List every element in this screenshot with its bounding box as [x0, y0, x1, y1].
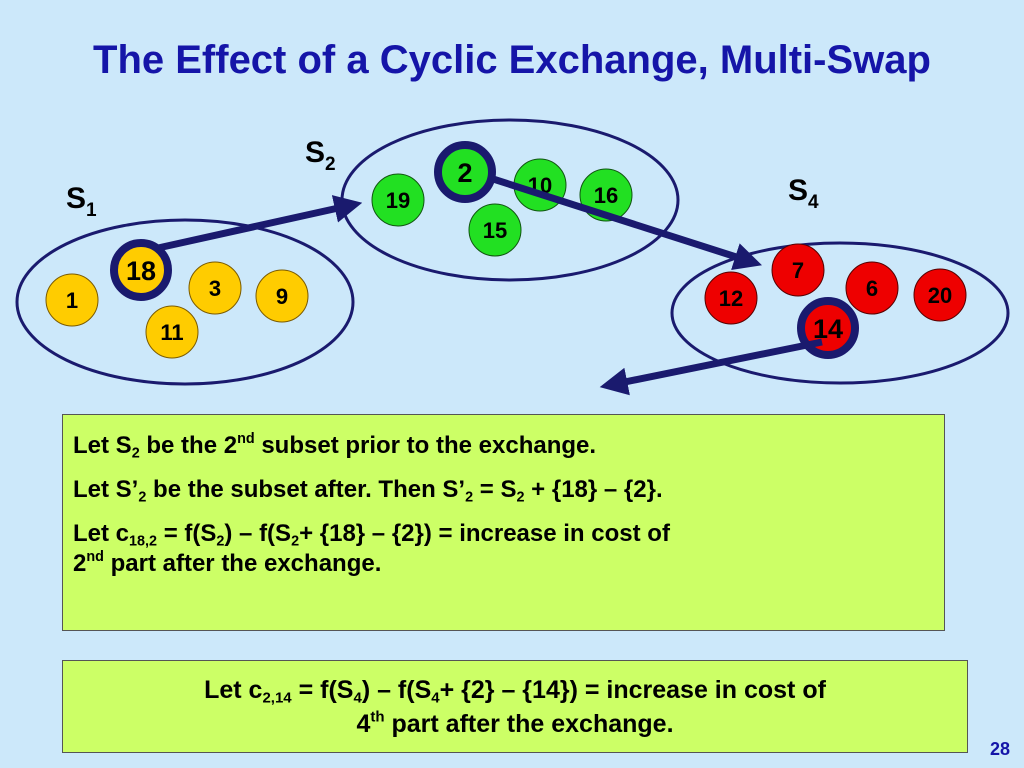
- subset-s4-ellipse: [670, 241, 1010, 385]
- node-7: 7: [771, 243, 825, 297]
- subset-s1-ellipse: [15, 218, 355, 386]
- definition-box-2: Let c2,14 = f(S4) – f(S4+ {2} – {14}) = …: [62, 660, 968, 753]
- node-12: 12: [704, 271, 758, 325]
- definition-line-1: Let S2 be the 2nd subset prior to the ex…: [73, 430, 597, 462]
- svg-text:11: 11: [160, 320, 183, 345]
- svg-text:3: 3: [209, 276, 221, 301]
- node-9: 9: [255, 269, 309, 323]
- node-15: 15: [468, 203, 522, 257]
- arrow-2-to-s4: [488, 174, 762, 270]
- arrow-14-out: [599, 338, 823, 396]
- cyclic-exchange-diagram: S1 S2 S4 10 16 19 15 3 9 1 11 7 6: [15, 118, 1010, 396]
- page-number: 28: [989, 739, 1010, 759]
- svg-text:16: 16: [594, 183, 618, 208]
- definition-line-2: Let S’2 be the subset after. Then S’2 = …: [73, 476, 663, 506]
- svg-text:9: 9: [276, 284, 288, 309]
- svg-text:18: 18: [126, 256, 156, 286]
- node-3: 3: [188, 261, 242, 315]
- subset-label-s4: S4: [788, 174, 819, 213]
- node-1: 1: [45, 273, 99, 327]
- definition-box-1: Let S2 be the 2nd subset prior to the ex…: [62, 414, 945, 631]
- definition-line-3: Let c18,2 = f(S2) – f(S2+ {18} – {2}) = …: [73, 520, 670, 577]
- svg-text:7: 7: [792, 258, 804, 283]
- definition-line-4: Let c2,14 = f(S4) – f(S4+ {2} – {14}) = …: [204, 676, 826, 738]
- subset-label-s1: S1: [66, 182, 97, 221]
- node-19: 19: [371, 173, 425, 227]
- svg-text:12: 12: [719, 286, 743, 311]
- svg-text:2: 2: [457, 158, 472, 188]
- svg-text:19: 19: [386, 188, 410, 213]
- node-20: 20: [913, 268, 967, 322]
- node-2-highlighted: 2: [434, 141, 496, 203]
- svg-text:1: 1: [66, 288, 78, 313]
- node-18-highlighted: 18: [110, 239, 172, 301]
- svg-text:20: 20: [928, 283, 952, 308]
- slide-title: The Effect of a Cyclic Exchange, Multi-S…: [93, 38, 931, 82]
- arrow-18-to-s2: [157, 195, 363, 252]
- subset-label-s2: S2: [305, 136, 336, 175]
- svg-text:14: 14: [813, 314, 843, 344]
- svg-text:6: 6: [866, 276, 878, 301]
- svg-text:15: 15: [483, 218, 507, 243]
- node-6: 6: [845, 261, 899, 315]
- node-11: 11: [145, 305, 199, 359]
